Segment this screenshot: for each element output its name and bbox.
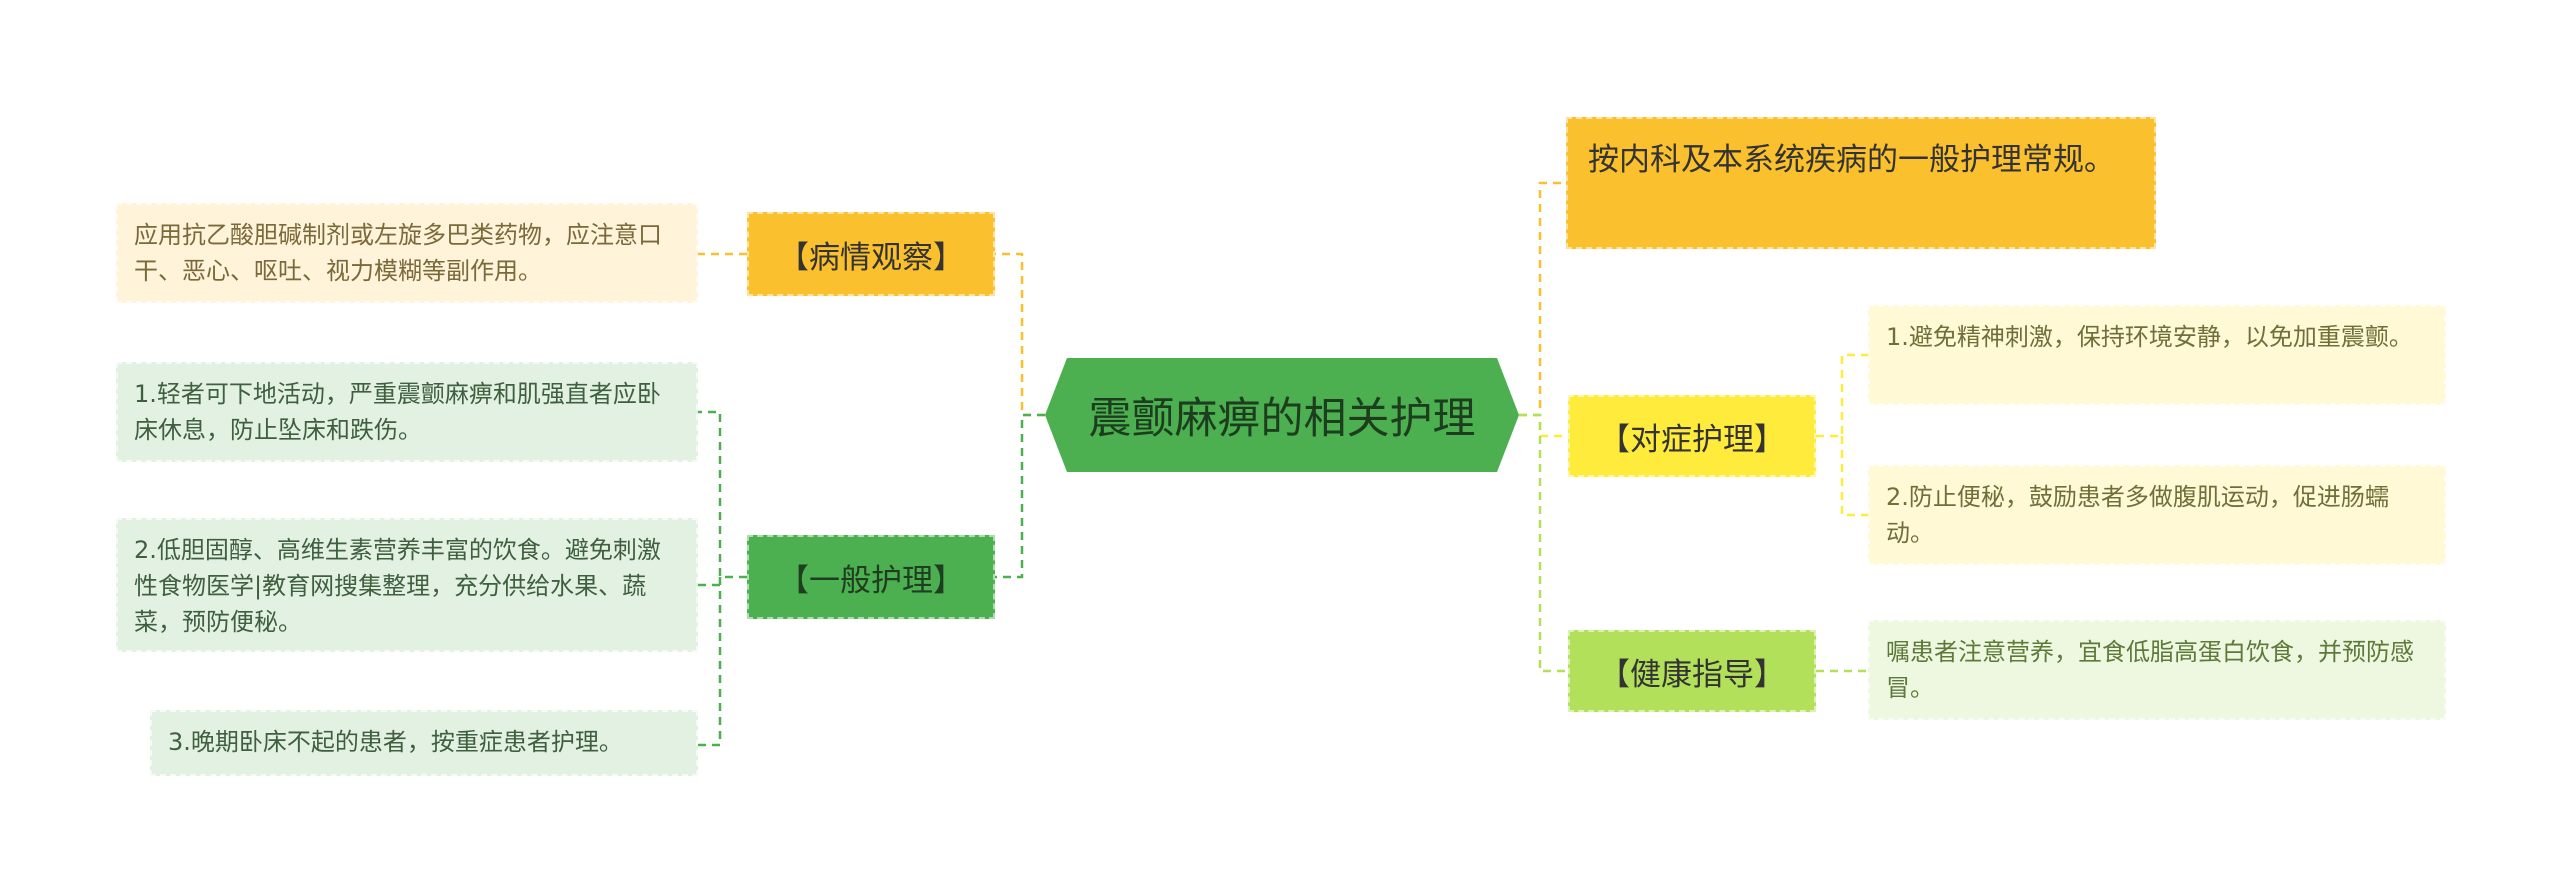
- branch-bingqing-label: 【病情观察】: [778, 239, 964, 276]
- leaf-duizheng-2[interactable]: 2.防止便秘，鼓励患者多做腹肌运动，促进肠蠕动。: [1868, 465, 2446, 565]
- branch-yiban-label: 【一般护理】: [778, 562, 964, 599]
- leaf-bingqing-1[interactable]: 应用抗乙酸胆碱制剂或左旋多巴类药物，应注意口干、恶心、呕吐、视力模糊等副作用。: [116, 203, 698, 303]
- leaf-yiban-2[interactable]: 2.低胆固醇、高维生素营养丰富的饮食。避免刺激性食物医学|教育网搜集整理，充分供…: [116, 518, 698, 652]
- leaf-text: 3.晚期卧床不起的患者，按重症患者护理。: [168, 728, 623, 756]
- branch-neike[interactable]: 按内科及本系统疾病的一般护理常规。: [1566, 117, 2156, 249]
- central-topic[interactable]: 震颤麻痹的相关护理: [1045, 358, 1519, 472]
- link-center-bingqing: [995, 252, 1045, 417]
- leaf-jiankang-1[interactable]: 嘱患者注意营养，宜食低脂高蛋白饮食，并预防感冒。: [1868, 620, 2446, 720]
- branch-bingqing[interactable]: 【病情观察】: [747, 212, 995, 296]
- central-topic-label: 震颤麻痹的相关护理: [1088, 394, 1476, 444]
- leaf-text: 应用抗乙酸胆碱制剂或左旋多巴类药物，应注意口干、恶心、呕吐、视力模糊等副作用。: [134, 221, 662, 285]
- link-duizheng-leaves: [1816, 353, 1868, 517]
- leaf-text: 2.低胆固醇、高维生素营养丰富的饮食。避免刺激性食物医学|教育网搜集整理，充分供…: [134, 536, 661, 636]
- leaf-yiban-3[interactable]: 3.晚期卧床不起的患者，按重症患者护理。: [150, 710, 698, 776]
- leaf-text: 1.轻者可下地活动，严重震颤麻痹和肌强直者应卧床休息，防止坠床和跌伤。: [134, 380, 661, 444]
- leaf-text: 1.避免精神刺激，保持环境安静，以免加重震颤。: [1886, 323, 2413, 351]
- link-center-duizheng: [1519, 413, 1568, 438]
- link-yiban-leaves: [698, 410, 747, 747]
- leaf-text: 嘱患者注意营养，宜食低脂高蛋白饮食，并预防感冒。: [1886, 638, 2414, 702]
- branch-yiban[interactable]: 【一般护理】: [747, 535, 995, 619]
- branch-neike-label: 按内科及本系统疾病的一般护理常规。: [1588, 142, 2115, 178]
- branch-jiankang-label: 【健康指导】: [1599, 656, 1785, 693]
- leaf-text: 2.防止便秘，鼓励患者多做腹肌运动，促进肠蠕动。: [1886, 483, 2389, 547]
- link-center-neike: [1519, 181, 1566, 417]
- link-center-yiban: [995, 413, 1045, 579]
- branch-duizheng[interactable]: 【对症护理】: [1568, 395, 1816, 477]
- leaf-yiban-1[interactable]: 1.轻者可下地活动，严重震颤麻痹和肌强直者应卧床休息，防止坠床和跌伤。: [116, 362, 698, 462]
- branch-duizheng-label: 【对症护理】: [1599, 421, 1785, 458]
- leaf-duizheng-1[interactable]: 1.避免精神刺激，保持环境安静，以免加重震颤。: [1868, 305, 2446, 405]
- branch-jiankang[interactable]: 【健康指导】: [1568, 630, 1816, 712]
- link-center-jiankang: [1519, 413, 1568, 673]
